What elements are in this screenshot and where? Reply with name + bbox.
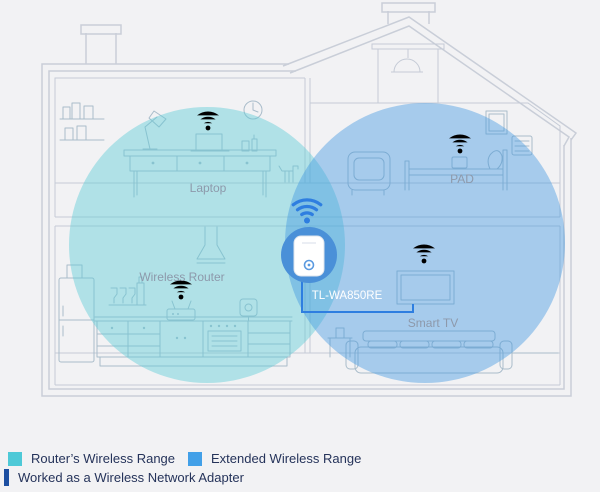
router-wireless-range-circle xyxy=(69,107,345,383)
wine-shelf-icon xyxy=(108,276,147,306)
ethernet-cable xyxy=(301,276,414,313)
desk-lamp-icon xyxy=(142,110,167,150)
kitchen-counter xyxy=(94,316,293,367)
wall-clock-icon xyxy=(243,100,263,120)
legend-label: Extended Wireless Range xyxy=(211,451,362,466)
home-coverage-diagram: Laptop PAD Wireless Router TL-WA850RE Sm… xyxy=(41,2,578,397)
desk-cup-icon xyxy=(241,134,258,152)
kitchen-furniture xyxy=(58,226,293,367)
picture-frame-icon xyxy=(485,110,508,135)
legend-item-extended-range: Extended Wireless Range xyxy=(188,451,361,466)
dog-icon xyxy=(278,165,299,183)
bed-icon xyxy=(404,149,508,191)
pendant-lamp-icon xyxy=(391,58,423,73)
range-hood-icon xyxy=(196,226,226,264)
legend-item-router-range: Router’s Wireless Range xyxy=(8,451,175,466)
adapter-mode-swatch xyxy=(4,469,9,486)
wall-outlet-icon xyxy=(239,298,258,322)
router-range-swatch xyxy=(8,451,22,466)
legend-item-adapter-mode: Worked as a Wireless Network Adapter xyxy=(4,469,244,486)
wireless-router-icon xyxy=(166,300,196,321)
wall-shelf-books-icon xyxy=(59,102,105,141)
radiator-icon xyxy=(511,135,533,156)
armchair-icon xyxy=(347,151,391,196)
smart-tv-label: Smart TV xyxy=(408,316,458,330)
legend-label: Worked as a Wireless Network Adapter xyxy=(18,470,244,485)
range-extender-device xyxy=(281,227,337,283)
pillow-icon xyxy=(487,150,503,170)
living-room-furniture xyxy=(327,270,559,374)
fridge-icon xyxy=(58,264,95,363)
tablet-icon xyxy=(451,156,468,169)
laptop-label: Laptop xyxy=(190,181,227,195)
sofa-icon xyxy=(345,330,513,374)
smart-tv-icon xyxy=(396,270,455,305)
legend-label: Router’s Wireless Range xyxy=(31,451,176,466)
room-partitions xyxy=(54,77,561,386)
desk xyxy=(123,149,277,198)
extended-range-swatch xyxy=(188,451,202,466)
laptop-icon xyxy=(190,133,230,152)
pad-label: PAD xyxy=(450,172,474,186)
extender-model-label: TL-WA850RE xyxy=(312,290,383,302)
laptop-room-furniture xyxy=(59,100,299,198)
extender-wifi-icon xyxy=(291,198,323,224)
wireless-router-label: Wireless Router xyxy=(139,270,224,284)
house-outline xyxy=(41,2,578,397)
side-table-icon xyxy=(327,327,353,358)
pad-room-furniture xyxy=(347,110,533,196)
oven-icon xyxy=(207,324,242,352)
attic-shaft xyxy=(371,43,445,103)
